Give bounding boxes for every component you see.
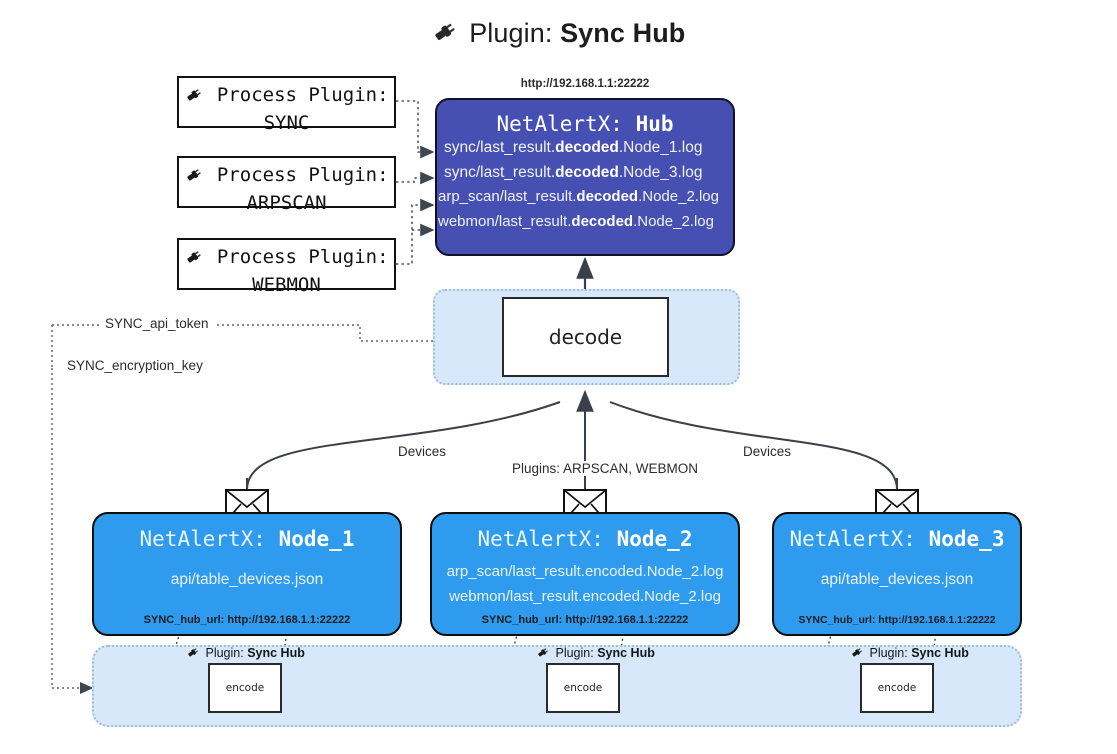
secret-label-encryption-key: SYNC_encryption_key [62, 358, 208, 373]
wire-encryption-key-to-encoders [51, 368, 94, 694]
edge-label-devices-right: Devices [738, 444, 797, 459]
encode-box-2[interactable]: encode [546, 663, 620, 713]
hub-url: http://192.168.1.1:22222 [520, 78, 650, 90]
process-plugin-webmon-line2: WEBMON [252, 274, 321, 296]
hub-title-prefix: NetAlertX: [496, 112, 623, 136]
encode-box-3[interactable]: encode [860, 663, 934, 713]
process-plugin-arpscan-line2: ARPSCAN [246, 192, 327, 214]
page-title-name: Sync Hub [560, 18, 686, 48]
secret-label-api-token: SYNC_api_token [100, 316, 214, 331]
plug-icon [184, 87, 215, 109]
hub-log-line: sync/last_result.decoded.Node_1.log [444, 139, 703, 156]
node-3-line: api/table_devices.json [820, 571, 974, 588]
node-2-footer: SYNC_hub_url: http://192.168.1.1:22222 [481, 614, 689, 626]
encoder-2-plugin-label: Plugin: Sync Hub [536, 646, 655, 662]
node-1-title: NetAlertX: Node_1 [139, 527, 355, 551]
plug-icon [184, 167, 215, 189]
node-card-2[interactable]: NetAlertX: Node_2 arp_scan/last_result.e… [430, 512, 740, 636]
encoder-3-plugin-label: Plugin: Sync Hub [850, 646, 969, 662]
hub-log-line: sync/last_result.decoded.Node_3.log [444, 163, 703, 181]
wire-sync-to-hub [396, 100, 435, 159]
hub-title-name: Hub [635, 112, 674, 136]
plug-icon [850, 648, 867, 662]
node-2-line: arp_scan/last_result.encoded.Node_2.log [446, 563, 724, 580]
page-title: Plugin: Sync Hub [0, 18, 1117, 52]
wire-webmon-to-hub-a [396, 198, 435, 265]
process-plugin-arpscan-line1: Process Plugin: [216, 164, 389, 186]
hub-card[interactable]: NetAlertX: Hub sync/last_result.decoded.… [435, 98, 735, 256]
process-plugin-sync-line2: SYNC [263, 112, 310, 134]
hub-title: NetAlertX: Hub [437, 112, 733, 136]
node-3-title: NetAlertX: Node_3 [789, 527, 1005, 551]
wire-arpscan-to-hub [396, 171, 435, 185]
node-card-3[interactable]: NetAlertX: Node_3 api/table_devices.json… [772, 512, 1022, 636]
node-2-line: webmon/last_result.encoded.Node_2.log [449, 588, 721, 605]
plug-icon [186, 648, 203, 662]
edge-label-devices-left: Devices [393, 444, 452, 459]
hub-log-line: arp_scan/last_result.decoded.Node_2.log [438, 188, 719, 205]
process-plugin-arpscan[interactable]: Process Plugin: ARPSCAN [177, 156, 396, 214]
decode-box[interactable]: decode [502, 297, 669, 377]
page-title-prefix: Plugin: [469, 18, 553, 48]
node-3-footer: SYNC_hub_url: http://192.168.1.1:22222 [798, 614, 996, 626]
node-1-line: api/table_devices.json [170, 571, 324, 588]
node-2-title: NetAlertX: Node_2 [477, 527, 693, 551]
edge-label-plugins-center: Plugins: ARPSCAN, WEBMON [507, 461, 704, 476]
encoder-1-plugin-label: Plugin: Sync Hub [186, 646, 305, 662]
plug-icon [432, 19, 458, 52]
plug-icon [184, 249, 215, 271]
node-card-1[interactable]: NetAlertX: Node_1 api/table_devices.json… [92, 512, 402, 636]
encode-box-1[interactable]: encode [208, 663, 282, 713]
node-1-footer: SYNC_hub_url: http://192.168.1.1:22222 [143, 614, 351, 626]
process-plugin-sync[interactable]: Process Plugin: SYNC [177, 76, 396, 134]
process-plugin-webmon-line1: Process Plugin: [216, 246, 389, 268]
process-plugin-sync-line1: Process Plugin: [216, 84, 389, 106]
process-plugin-webmon[interactable]: Process Plugin: WEBMON [177, 238, 396, 296]
hub-log-line: webmon/last_result.decoded.Node_2.log [438, 212, 714, 230]
plug-icon [536, 648, 553, 662]
